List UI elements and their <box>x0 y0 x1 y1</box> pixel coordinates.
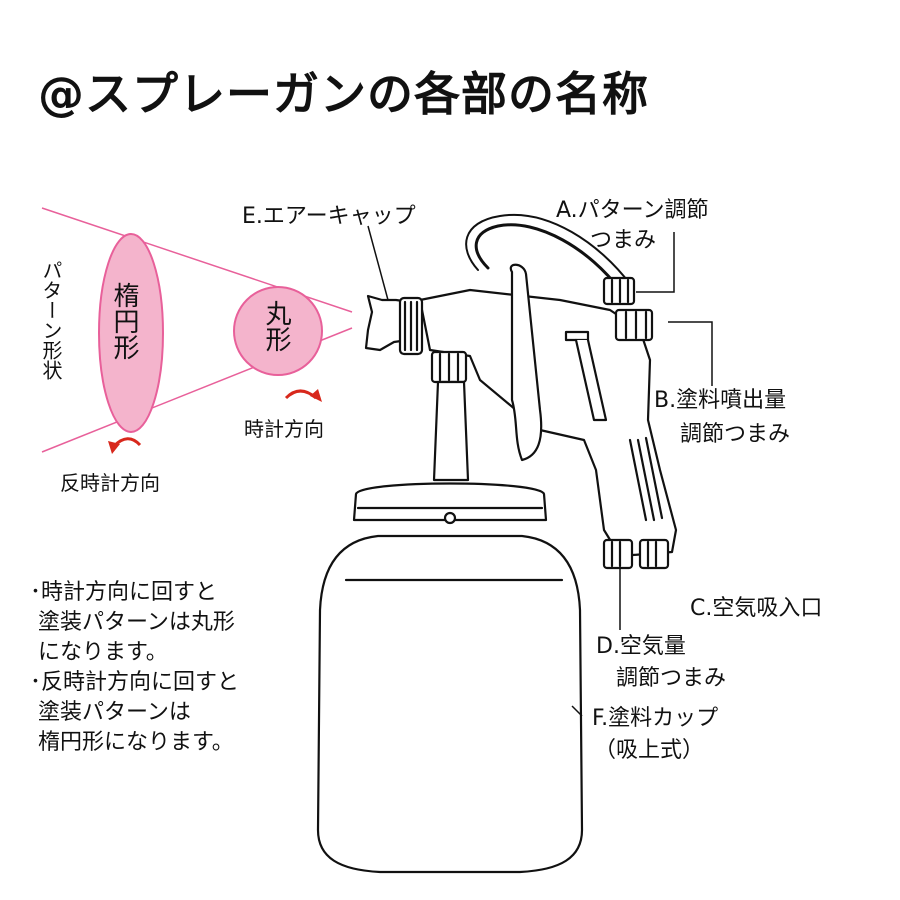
label-air-adjust-line1: D.空気量 <box>596 634 686 659</box>
usage-notes: ･時計方向に回すと 塗装パターンは丸形 になります。 ･反時計方向に回すと 塗装… <box>30 578 239 758</box>
label-clockwise: 時計方向 <box>244 417 324 441</box>
note-line: ･反時計方向に回すと <box>30 670 240 695</box>
label-round: 丸形 <box>261 300 291 352</box>
air-adjust-knob <box>602 538 634 570</box>
label-air-cap: E.エアーキャップ <box>242 204 416 229</box>
paint-cup-lid <box>352 482 548 522</box>
note-line: 塗装パターンは丸形 <box>38 610 235 635</box>
note-line: になります。 <box>38 640 168 665</box>
note-line: 楕円形になります。 <box>38 730 234 755</box>
leader-e <box>367 225 389 301</box>
label-paint-cup-line1: F.塗料カップ <box>592 706 719 731</box>
ellipse-pattern-shape <box>98 233 164 433</box>
trigger <box>509 263 543 462</box>
round-pattern-shape <box>233 286 323 376</box>
label-air-inlet: C.空気吸入口 <box>690 596 823 621</box>
label-paint-cup-line2: （吸上式） <box>594 738 705 763</box>
label-pattern-knob-line1: A.パターン調節 <box>556 198 709 223</box>
label-ellipse: 楕円形 <box>109 282 139 360</box>
paint-cup <box>316 534 584 874</box>
clockwise-arrow-icon <box>284 389 317 400</box>
label-counterclockwise: 反時計方向 <box>60 471 160 495</box>
leader-lines <box>367 225 713 717</box>
leader-b <box>668 321 713 386</box>
label-pattern-knob-line2: つまみ <box>590 228 657 253</box>
page-title: @スプレーガンの各部の名称 <box>38 67 649 121</box>
note-line: 塗装パターンは <box>38 700 191 725</box>
note-line: ･時計方向に回すと <box>30 580 218 605</box>
label-paint-flow-line2: 調節つまみ <box>680 422 791 447</box>
label-paint-flow-line1: B.塗料噴出量 <box>654 388 787 413</box>
label-pattern-shape: パターン形状 <box>39 260 63 380</box>
leader-a <box>636 232 675 293</box>
air-inlet <box>638 538 670 570</box>
leader-f <box>571 705 583 717</box>
spray-gun <box>316 213 678 874</box>
label-air-adjust-line2: 調節つまみ <box>616 666 727 691</box>
